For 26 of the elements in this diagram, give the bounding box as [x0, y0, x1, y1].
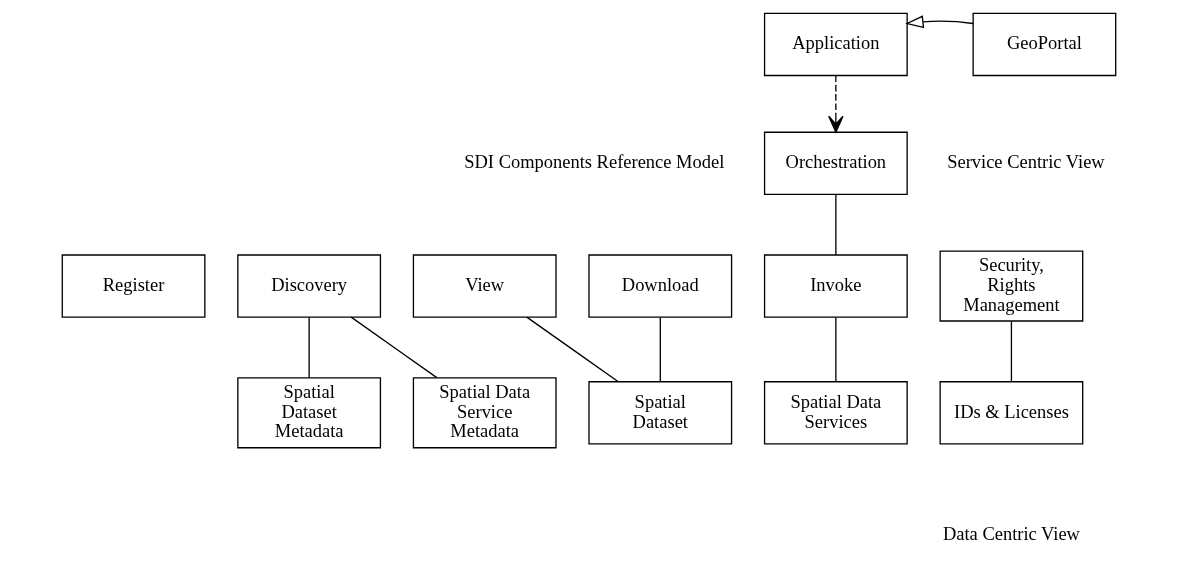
connector — [525, 316, 619, 383]
node-box: Invoke — [763, 254, 908, 318]
node-box: Spatial Data Service Metadata — [412, 377, 557, 449]
node-box: Application — [763, 12, 908, 77]
node-box: GeoPortal — [972, 12, 1116, 77]
connector — [1010, 320, 1012, 383]
connector — [350, 316, 437, 379]
node-box: Discovery — [236, 254, 381, 318]
node-box: Security, Rights Management — [939, 250, 1083, 322]
label: SDI Components Reference Model — [463, 152, 724, 173]
node-box: Spatial Dataset Metadata — [236, 377, 381, 449]
label: Service Centric View — [946, 152, 1105, 173]
connector — [659, 316, 661, 383]
node-box: IDs & Licenses — [939, 381, 1083, 445]
node-box: Orchestration — [763, 131, 908, 195]
arrow — [827, 75, 844, 133]
connector — [834, 194, 836, 256]
node-box: Spatial Dataset — [587, 381, 732, 445]
label: Data Centric View — [942, 524, 1080, 545]
node-box: Register — [61, 254, 205, 318]
connector — [307, 316, 310, 379]
node-box: View — [412, 254, 557, 318]
arrow — [904, 15, 974, 29]
connector — [834, 316, 836, 383]
node-box: Spatial Data Services — [763, 381, 908, 445]
node-box: Download — [587, 254, 732, 318]
